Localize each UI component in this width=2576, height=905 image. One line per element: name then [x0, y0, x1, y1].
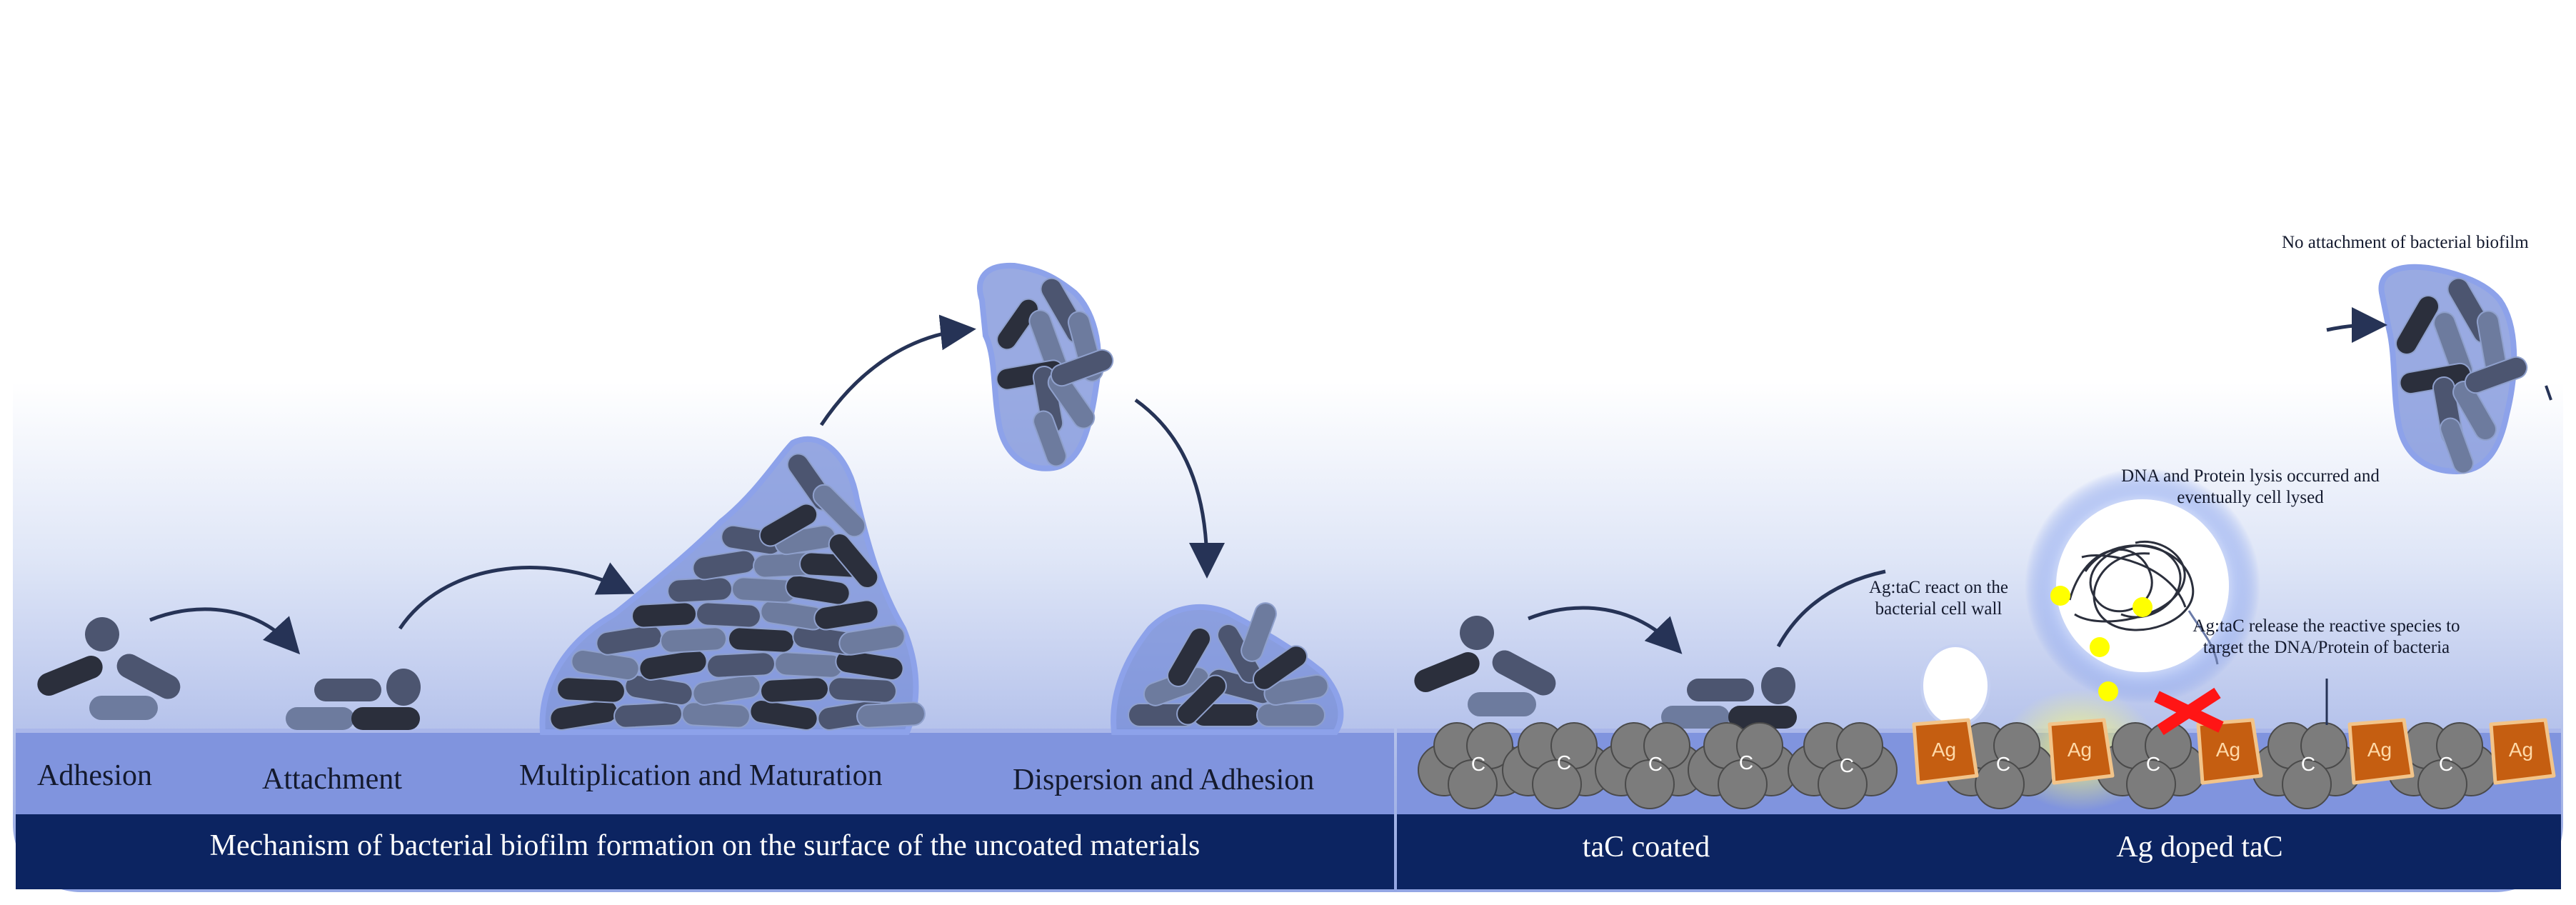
bacterium-rod-icon [681, 701, 751, 729]
bacterium-rod-icon [556, 676, 626, 704]
adhesion-cluster [37, 617, 181, 720]
bacterium-rod-icon [1241, 602, 1277, 662]
left-footer-bar [16, 814, 1394, 889]
bacterium-rod-icon [835, 649, 904, 681]
bacterium-rod-icon [706, 651, 776, 679]
bacterium-rod-icon [856, 701, 926, 729]
bacterium-rod-icon [2440, 417, 2474, 474]
right-flow-arrow-1 [1528, 606, 1683, 654]
reactive-release-note: Ag:taC release the reactive species to t… [2192, 616, 2460, 657]
bacterium-rod-icon [728, 626, 795, 654]
carbon-grain-icon [1595, 722, 1705, 809]
bacterium-rod-icon [1167, 627, 1211, 687]
bacterium-rod-icon [596, 624, 663, 656]
bacterium-rod-icon [1033, 410, 1067, 467]
carbon-grain-label: C [1470, 753, 1486, 775]
silver-grain-label: Ag [1931, 739, 1957, 761]
right-attachment-cluster [1661, 667, 1797, 729]
readhesion-bacteria [1128, 602, 1329, 727]
bacterium-rod-icon [660, 626, 727, 654]
flow-arrow-3 [819, 314, 976, 426]
bacterium-rod-icon [2464, 356, 2528, 394]
bacterium-rod-icon [1050, 349, 1114, 387]
carbon-grain-label: C [2300, 753, 2316, 775]
maturation-bacteria [549, 453, 926, 731]
right-adhesion-cluster [1414, 616, 1556, 716]
silver-grain-label: Ag [2367, 739, 2392, 761]
silver-grain-label: Ag [2067, 739, 2093, 761]
bacterium-rod-icon [667, 576, 733, 604]
right-footer-bar [1397, 814, 2561, 889]
right-flow-arrow-3 [2326, 307, 2387, 344]
cell-wall-droplet [1920, 644, 1990, 727]
carbon-grain-icon [1502, 722, 1612, 809]
bacterium-rod-icon [2395, 295, 2440, 355]
bacterium-rod-icon [828, 676, 897, 704]
carbon-grain-label: C [2145, 753, 2161, 775]
carbon-grain-label: C [1995, 753, 2011, 775]
dispersion-bacteria [996, 277, 1114, 467]
right-flow-arrow-2 [1776, 569, 1886, 648]
silver-grain-icon [1912, 718, 1979, 785]
bacterium-rod-icon [1263, 674, 1329, 706]
carbon-grain-icon [2252, 722, 2362, 809]
bacterium-rod-icon [631, 601, 697, 629]
coating-grains [1418, 718, 2556, 809]
bacterium-rod-icon [749, 699, 818, 731]
silver-grain-icon [2048, 718, 2115, 785]
ag-doped-tac-label: Ag doped taC [2116, 831, 2283, 864]
carbon-grain-label: C [1648, 753, 1663, 775]
silver-grain-label: Ag [2215, 739, 2241, 761]
silver-grain-icon [2489, 718, 2556, 785]
reactive-species [2050, 586, 2152, 701]
carbon-grain-icon [2387, 722, 2497, 809]
stage-label-multiplication: Multiplication and Maturation [519, 759, 883, 792]
carbon-grain-label: C [1738, 751, 1754, 774]
no-attachment-note: No attachment of bacterial biofilm [2282, 233, 2529, 252]
left-footer-caption: Mechanism of bacterial biofilm formation… [209, 829, 1201, 862]
stage-label-adhesion: Adhesion [37, 759, 152, 792]
tac-coated-label: taC coated [1582, 831, 1710, 864]
silver-grain-label: Ag [2508, 739, 2534, 761]
flow-arrow-1 [149, 607, 301, 655]
carbon-grain-icon [1788, 722, 1898, 809]
flow-arrow-2 [398, 562, 635, 630]
bacterium-rod-icon [1256, 703, 1325, 727]
attachment-cluster [286, 669, 421, 730]
bacterium-rod-icon [613, 701, 683, 729]
carbon-grain-label: C [1839, 754, 1855, 776]
bacterium-rod-icon [696, 601, 761, 629]
bacterium-rod-icon [838, 624, 906, 656]
dna-lysis-note: DNA and Protein lysis occurred and event… [2121, 466, 2380, 507]
bacterium-rod-icon [828, 533, 879, 589]
flow-arrow-4 [1134, 398, 1225, 579]
bacterium-rod-icon [812, 484, 866, 538]
escaped-bacteria [2395, 277, 2528, 474]
cell-wall-react-note: Ag:taC react on the bacterial cell wall [1868, 578, 2009, 619]
bacterium-rod-icon [1176, 674, 1227, 726]
stage-label-dispersion: Dispersion and Adhesion [1013, 764, 1315, 796]
bacterium-rod-icon [692, 674, 761, 706]
carbon-grain-label: C [1556, 751, 1572, 774]
silver-grain-icon [2347, 718, 2415, 785]
bacterium-rod-icon [758, 503, 818, 547]
carbon-grain-label: C [2438, 753, 2454, 775]
bacterium-rod-icon [1252, 645, 1308, 691]
silver-grain-icon [2196, 718, 2263, 785]
bacterium-rod-icon [2452, 381, 2497, 441]
stage-label-attachment: Attachment [262, 763, 402, 796]
left-surface [16, 729, 1394, 814]
bacterium-rod-icon [774, 651, 843, 679]
dna-strand-icon [2068, 541, 2195, 631]
carbon-grain-icon [1688, 722, 1798, 809]
bacterium-rod-icon [996, 298, 1039, 351]
bacterium-rod-icon [785, 574, 851, 606]
bacterium-rod-icon [813, 599, 879, 631]
bacterium-rod-icon [638, 649, 708, 681]
cross-mark-icon [2154, 687, 2224, 736]
bacterium-rod-icon [760, 676, 829, 704]
